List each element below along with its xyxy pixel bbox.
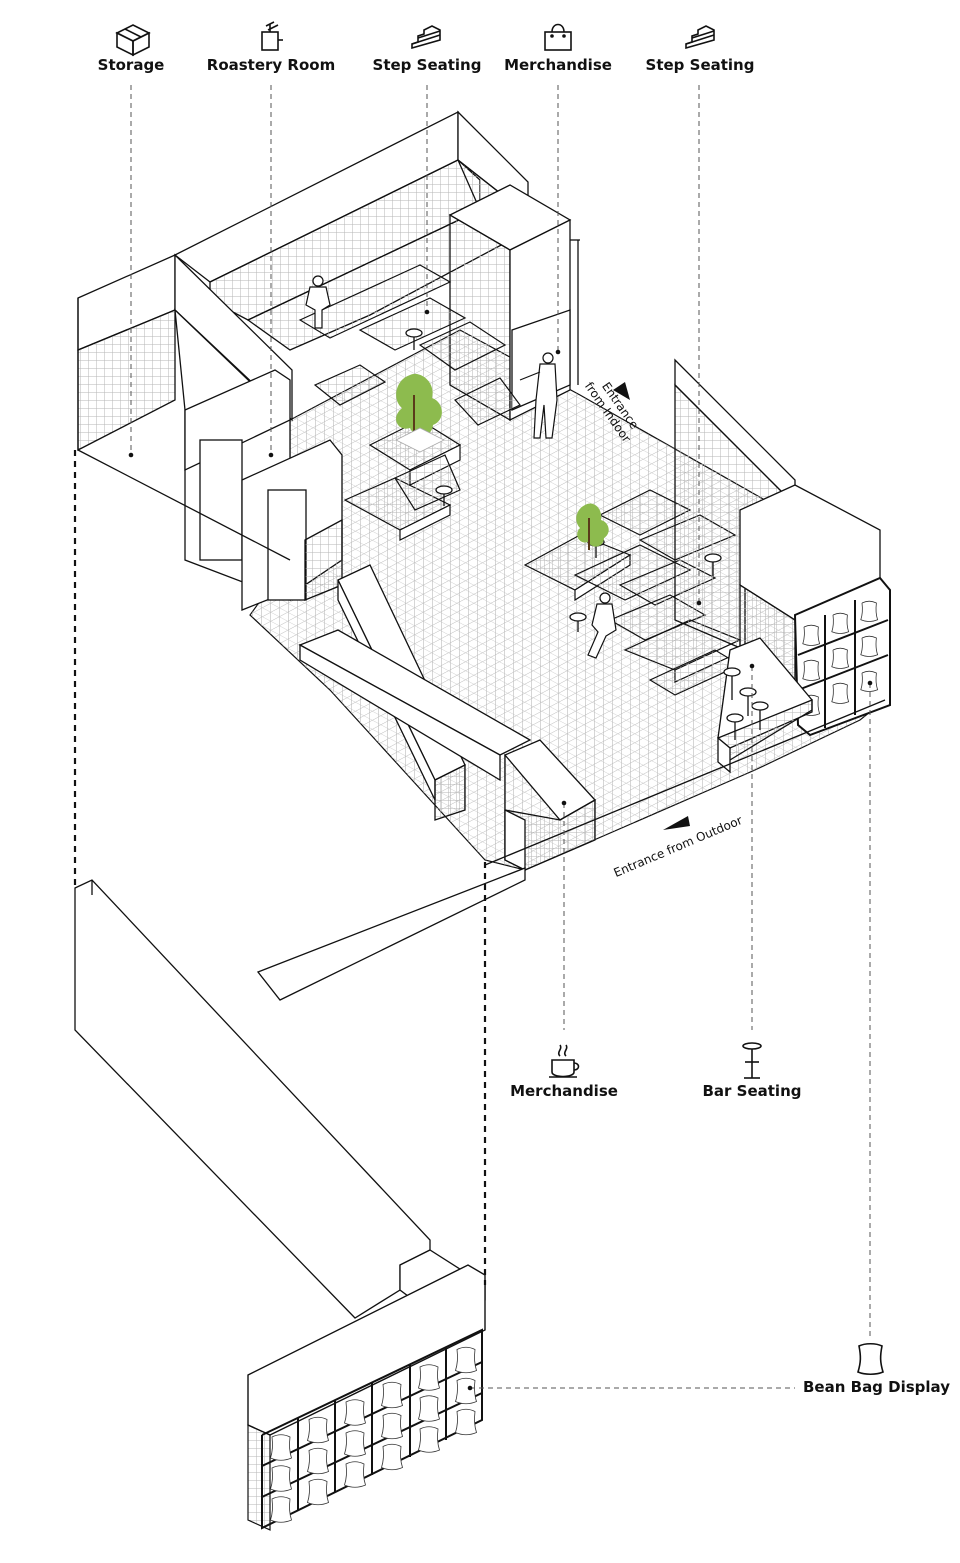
bean-bag (381, 1381, 403, 1409)
entrance-outdoor-arrow (663, 816, 690, 830)
person-seated-front (587, 592, 617, 659)
steps-icon-1 (411, 25, 441, 50)
bean-bag (270, 1434, 292, 1461)
bar-stool-icon (742, 1042, 762, 1079)
back-step-seating (298, 264, 521, 541)
bean-bag (831, 612, 850, 634)
front-counters (298, 564, 597, 872)
label-storage: Storage (97, 56, 165, 74)
leader-dots (128, 309, 873, 1391)
label-merchandise-bottom: Merchandise (510, 1082, 618, 1100)
roaster-machine-icon (261, 21, 283, 51)
bean-bag (381, 1412, 403, 1440)
bean-bag (307, 1416, 329, 1444)
shopping-bag-icon (544, 23, 572, 51)
label-step-seating-1: Step Seating (372, 56, 482, 74)
label-merchandise-top: Merchandise (504, 56, 612, 74)
bean-bag (307, 1447, 329, 1475)
bean-bag (344, 1461, 366, 1488)
bean-bag (455, 1408, 477, 1436)
thick-dashed-connectors (73, 450, 487, 1285)
label-roastery-room: Roastery Room (206, 56, 336, 74)
bean-bag (381, 1443, 403, 1471)
bean-bag (802, 624, 821, 646)
bean-bag (270, 1465, 292, 1492)
person-standing-center (519, 352, 558, 439)
leader-lines (130, 85, 871, 1389)
entrance-arrows (613, 382, 690, 830)
label-step-seating-2: Step Seating (645, 56, 755, 74)
bean-bag-icon (857, 1342, 884, 1376)
storage-box-icon (115, 24, 151, 57)
entrance-indoor-arrow (613, 382, 630, 400)
plants (395, 373, 609, 550)
bean-bag (455, 1377, 477, 1405)
steps-icon-2 (685, 25, 715, 50)
merchandise-tower (448, 184, 580, 422)
person-seated-back (305, 275, 331, 329)
label-bean-bag-display: Bean Bag Display (803, 1378, 950, 1396)
bean-bag (418, 1426, 440, 1453)
lower-long-wall (74, 699, 886, 1321)
bean-bag (455, 1346, 477, 1374)
bean-bag (418, 1364, 440, 1391)
bean-bag (860, 635, 879, 657)
bean-bag (802, 659, 821, 681)
bean-bag (418, 1395, 440, 1422)
bean-bag (344, 1430, 366, 1457)
bean-bag (307, 1478, 329, 1506)
bean-bag (831, 682, 850, 704)
left-rooms (77, 253, 343, 611)
bean-bag (860, 600, 879, 622)
bean-bag (344, 1399, 366, 1426)
bean-bag (831, 647, 850, 669)
bean-bag-shelf-top (793, 576, 891, 737)
bean-bag-display-bottom (247, 1264, 486, 1531)
label-bar-seating: Bar Seating (702, 1082, 802, 1100)
bean-bag (270, 1496, 292, 1523)
coffee-cup-icon (549, 1044, 580, 1078)
